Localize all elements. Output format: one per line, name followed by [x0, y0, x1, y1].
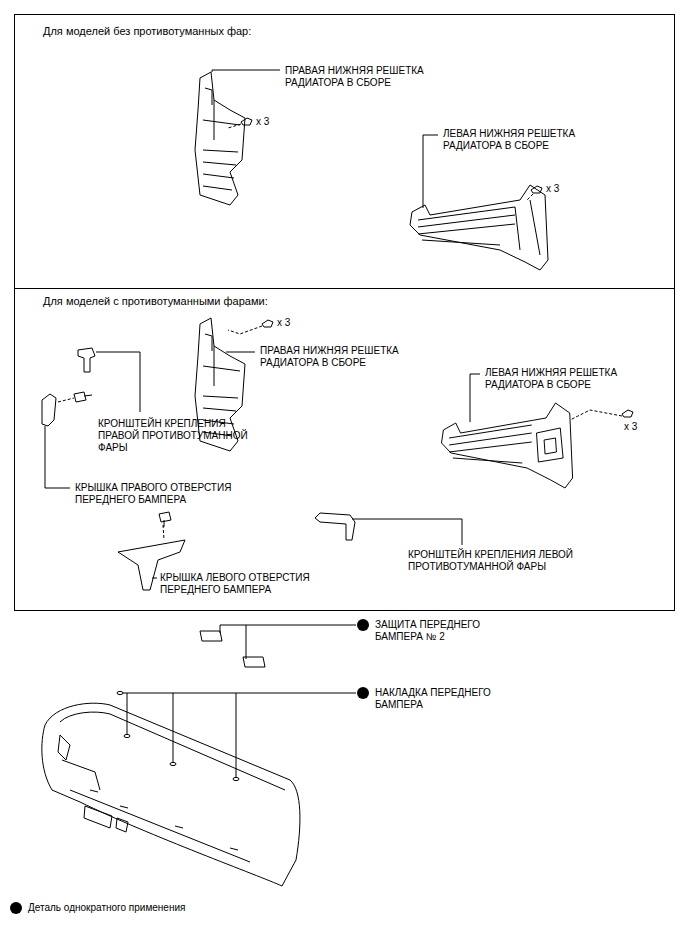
- leader-line: [228, 124, 241, 128]
- part-label: ЛЕВАЯ НИЖНЯЯ РЕШЕТКА РАДИАТОРА В СБОРЕ: [443, 128, 598, 152]
- clip-hole: [233, 777, 239, 780]
- front-bumper: [42, 703, 300, 886]
- single-use-mark: [357, 687, 369, 699]
- part-label: НАКЛАДКА ПЕРЕДНЕГО БАМПЕРА: [375, 687, 515, 711]
- part-label: x 3: [624, 421, 637, 433]
- part-label: КРЫШКА ПРАВОГО ОТВЕРСТИЯ ПЕРЕДНЕГО БАМПЕ…: [75, 482, 250, 506]
- panel-heading: Для моделей с противотуманными фарами:: [43, 295, 268, 308]
- part-label: x 3: [256, 116, 269, 128]
- leader-line: [352, 519, 462, 545]
- single-use-mark: [357, 619, 369, 631]
- clip-symbol: [531, 186, 542, 193]
- leader-line: [228, 326, 262, 334]
- fog-bracket: [78, 348, 95, 372]
- leader-line: [58, 398, 74, 402]
- leader-line: [570, 410, 622, 420]
- clip-hole: [170, 762, 176, 765]
- leader-line: [470, 374, 480, 422]
- part-label: ЛЕВАЯ НИЖНЯЯ РЕШЕТКА РАДИАТОРА В СБОРЕ: [485, 367, 640, 391]
- fog-bracket: [315, 513, 355, 540]
- leader-line: [120, 693, 356, 777]
- protection-tab: [200, 631, 222, 641]
- part-label: КРЫШКА ЛЕВОГО ОТВЕРСТИЯ ПЕРЕДНЕГО БАМПЕР…: [160, 572, 330, 596]
- bolt-symbol: [159, 512, 171, 527]
- clip-symbol: [622, 410, 633, 417]
- part-label: x 3: [546, 183, 559, 195]
- leader-line: [152, 578, 157, 579]
- option-panel: Для моделей без противотуманных фар:: [14, 14, 675, 289]
- part-label: x 3: [277, 317, 290, 329]
- part-label: КРОНШТЕЙН КРЕПЛЕНИЯ ПРАВОЙ ПРОТИВОТУМАНН…: [98, 418, 253, 454]
- bolt-symbol: [74, 392, 92, 402]
- left-lower-grille: [442, 403, 573, 488]
- left-lower-grille: [410, 185, 548, 270]
- panel-heading: Для моделей без противотуманных фар:: [43, 25, 251, 38]
- leader-line: [423, 135, 438, 208]
- clip-hole: [117, 691, 123, 694]
- part-label: ПРАВАЯ НИЖНЯЯ РЕШЕТКА РАДИАТОРА В СБОРЕ: [285, 65, 445, 89]
- legend-text: Деталь однократного применения: [28, 902, 185, 914]
- legend-entry: Деталь однократного применения: [10, 902, 185, 914]
- leader-line: [527, 194, 533, 200]
- leader-line: [45, 426, 70, 488]
- leader-line: [163, 525, 164, 540]
- legend-swatch: [10, 902, 22, 914]
- clip-symbol: [241, 118, 252, 125]
- leader-line: [226, 352, 255, 353]
- leader-line: [96, 352, 140, 412]
- hole-cover: [42, 394, 56, 426]
- right-lower-grille: [195, 72, 245, 205]
- part-label: ПРАВАЯ НИЖНЯЯ РЕШЕТКА РАДИАТОРА В СБОРЕ: [260, 345, 420, 369]
- clip-symbol: [262, 320, 273, 327]
- part-label: ЗАЩИТА ПЕРЕДНЕГО БАМПЕРА № 2: [375, 619, 500, 643]
- clip-hole: [124, 734, 130, 737]
- leader-line: [212, 70, 280, 72]
- leader-line: [220, 625, 356, 659]
- part-label: КРОНШТЕЙН КРЕПЛЕНИЯ ЛЕВОЙ ПРОТИВОТУМАННО…: [408, 549, 593, 573]
